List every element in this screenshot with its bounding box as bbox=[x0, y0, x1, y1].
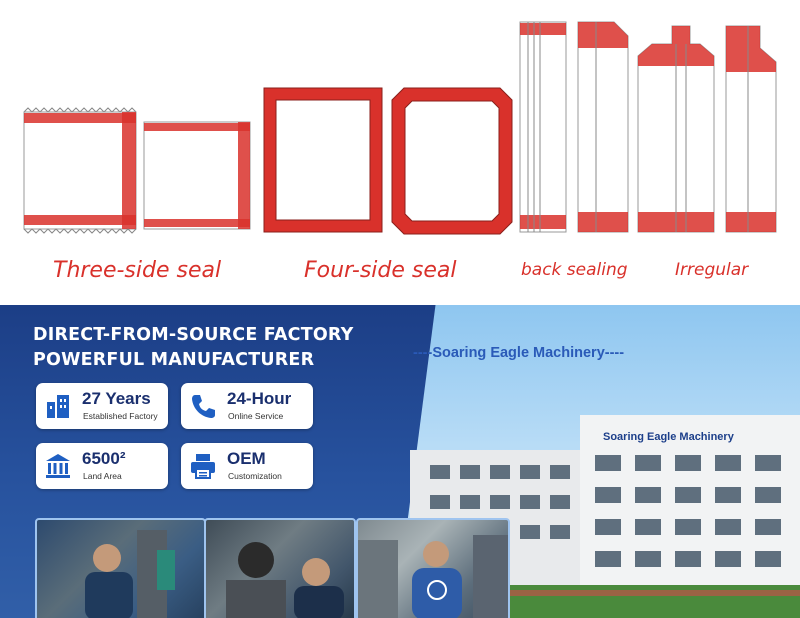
factory-banner: Soaring Eagle Machinery DIRECT-FROM-SOUR… bbox=[0, 305, 800, 618]
back-sealing-pouch bbox=[519, 21, 567, 233]
building-icon bbox=[47, 395, 69, 418]
workshop-photo-3 bbox=[356, 518, 510, 618]
seal-types-panel: Three-side seal Four-side seal back seal… bbox=[0, 0, 800, 305]
irregular-pouch-2 bbox=[637, 25, 715, 233]
badge-years-caption: Established Factory bbox=[83, 411, 158, 421]
building-sign: Soaring Eagle Machinery bbox=[603, 431, 734, 443]
badge-oem-caption: Customization bbox=[228, 471, 282, 481]
four-side-pouch-rounded bbox=[391, 87, 513, 235]
irregular-label: Irregular bbox=[675, 260, 749, 280]
printer-icon bbox=[191, 454, 215, 479]
four-side-pouch-square bbox=[263, 87, 383, 233]
bank-icon bbox=[46, 454, 70, 478]
headline: DIRECT-FROM-SOURCE FACTORY POWERFUL MANU… bbox=[33, 323, 354, 373]
four-side-seal-label: Four-side seal bbox=[304, 258, 457, 283]
badge-oem: OEM Customization bbox=[181, 443, 313, 489]
phone-icon bbox=[192, 395, 215, 418]
workshop-photo-2 bbox=[204, 518, 356, 618]
badge-years-value: 27 Years bbox=[82, 389, 151, 408]
badge-land: 6500² Land Area bbox=[36, 443, 168, 489]
irregular-pouch-1 bbox=[577, 21, 629, 233]
badge-service: 24-Hour Online Service bbox=[181, 383, 313, 429]
headline-line-1: DIRECT-FROM-SOURCE FACTORY bbox=[33, 325, 354, 345]
workshop-photo-1 bbox=[35, 518, 206, 618]
irregular-pouch-3 bbox=[725, 25, 777, 233]
company-tagline: ----Soaring Eagle Machinery---- bbox=[413, 345, 625, 361]
three-side-pouch-1 bbox=[23, 107, 137, 234]
headline-line-2: POWERFUL MANUFACTURER bbox=[33, 350, 315, 370]
badge-land-caption: Land Area bbox=[83, 471, 122, 481]
three-side-seal-label: Three-side seal bbox=[53, 258, 222, 283]
badge-service-value: 24-Hour bbox=[227, 389, 292, 408]
three-side-pouch-2 bbox=[143, 121, 251, 230]
back-sealing-label: back sealing bbox=[521, 260, 628, 280]
badge-service-caption: Online Service bbox=[228, 411, 284, 421]
badge-oem-value: OEM bbox=[227, 449, 266, 468]
pouch-illustrations bbox=[23, 21, 777, 235]
badge-years: 27 Years Established Factory bbox=[36, 383, 168, 429]
badge-land-value: 6500² bbox=[82, 449, 126, 468]
